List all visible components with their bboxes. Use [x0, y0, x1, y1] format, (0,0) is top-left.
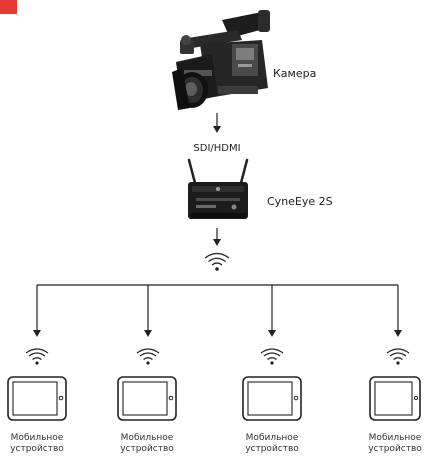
wifi-signal-icon — [260, 348, 284, 365]
arrow-transmitter-to-signal — [213, 228, 221, 246]
wifi-signal-icon — [136, 348, 160, 365]
tablet-icon — [7, 376, 67, 421]
device-label-line1: Мобильное — [245, 433, 299, 443]
tablet-icon — [369, 376, 421, 421]
device-label-line1: Мобильное — [120, 433, 174, 443]
device-label-line2: устройство — [368, 444, 422, 454]
wireless-transmitter-icon — [187, 158, 249, 219]
tablet-icon — [117, 376, 177, 421]
device-label-line2: устройство — [245, 444, 299, 454]
wifi-signal-icon — [204, 252, 230, 271]
device-label-line1: Мобильное — [10, 433, 64, 443]
arrow-camera-to-transmitter — [213, 113, 221, 133]
tablet-icon — [242, 376, 302, 421]
device-label: Мобильное устройство — [355, 433, 425, 455]
device-label: Мобильное устройство — [0, 433, 77, 455]
device-label-line2: устройство — [120, 444, 174, 454]
camera-label: Камера — [273, 67, 316, 80]
wifi-signal-icon — [25, 348, 49, 365]
device-label-line1: Мобильное — [368, 433, 422, 443]
transmitter-label: CyneEye 2S — [267, 195, 333, 208]
device-label: Мобильное устройство — [232, 433, 312, 455]
device-label-line2: устройство — [10, 444, 64, 454]
connection-label: SDI/HDMI — [193, 143, 240, 154]
corner-accent-mark — [0, 0, 17, 14]
camcorder-icon — [172, 10, 270, 110]
distribution-bus — [33, 284, 402, 337]
device-label: Мобильное устройство — [107, 433, 187, 455]
wifi-signal-icon — [386, 348, 410, 365]
